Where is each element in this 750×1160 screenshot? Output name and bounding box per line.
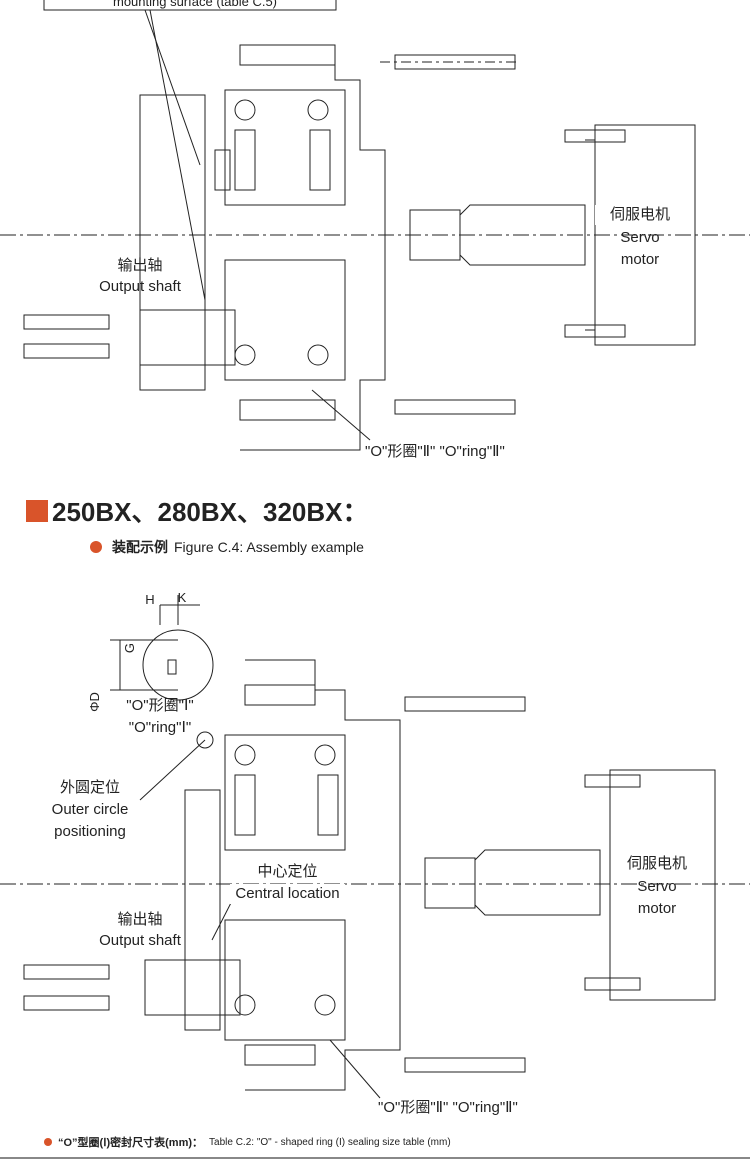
table-caption-en: Table C.2: "O" - shaped ring (I) sealing… (209, 1136, 451, 1148)
dim-k-label: K (177, 590, 187, 605)
oring-1-label-cn: "O"形圈"Ⅰ" (126, 697, 194, 714)
divider (0, 1157, 750, 1159)
servo-label-en-2-2: motor (637, 900, 677, 917)
caption-cn: 装配示例 (112, 539, 168, 555)
outer-circle-label-en-2: positioning (54, 823, 126, 840)
servo-label-en-2: motor (620, 251, 660, 268)
servo-label-en-1: Servo (620, 229, 660, 246)
oring-1-label-en: "O"ring"Ⅰ" (128, 719, 192, 736)
assembly-drawing-bottom (0, 595, 750, 1099)
servo-label-cn: 伺服电机 (595, 205, 685, 225)
figure-caption: 装配示例 Figure C.4: Assembly example (90, 537, 364, 557)
output-shaft-label-cn-2: 输出轴 (117, 911, 163, 928)
mounting-surface-callout: mounting surface (table C.5) (112, 0, 278, 9)
central-location-label-en: Central location (230, 884, 345, 904)
oring-2-label: "O"形圈"Ⅱ" "O"ring"Ⅱ" (365, 443, 505, 460)
bullet-icon (90, 541, 102, 553)
caption-en: Figure C.4: Assembly example (174, 539, 364, 555)
dim-g-label: G (122, 642, 137, 654)
assembly-drawing-top (0, 0, 750, 451)
central-location-label-cn: 中心定位 (230, 862, 345, 882)
section-title-text: 250BX、280BX、320BX： (52, 497, 369, 527)
output-shaft-label-en-2: Output shaft (99, 932, 181, 949)
servo-label-en-1-2: Servo (637, 878, 677, 895)
outer-circle-label-cn: 外圆定位 (59, 779, 120, 796)
table-caption-cn: “O”型圈(Ⅰ)密封尺寸表(mm)： (58, 1137, 204, 1149)
dim-h-label: H (145, 592, 155, 607)
dim-d-label: ΦD (87, 692, 102, 712)
section-title: 250BX、280BX、320BX： (26, 492, 369, 529)
oring-2-label-2: "O"形圈"Ⅱ" "O"ring"Ⅱ" (378, 1099, 518, 1116)
section-marker-icon (26, 499, 48, 522)
outer-circle-label-en-1: Outer circle (51, 801, 129, 818)
output-shaft-label-cn: 输出轴 (117, 257, 163, 274)
servo-label-cn-2: 伺服电机 (612, 854, 702, 874)
bullet-icon (44, 1138, 52, 1146)
output-shaft-label-en: Output shaft (99, 278, 181, 295)
table-caption: “O”型圈(Ⅰ)密封尺寸表(mm)： Table C.2: "O" - shap… (44, 1134, 451, 1150)
